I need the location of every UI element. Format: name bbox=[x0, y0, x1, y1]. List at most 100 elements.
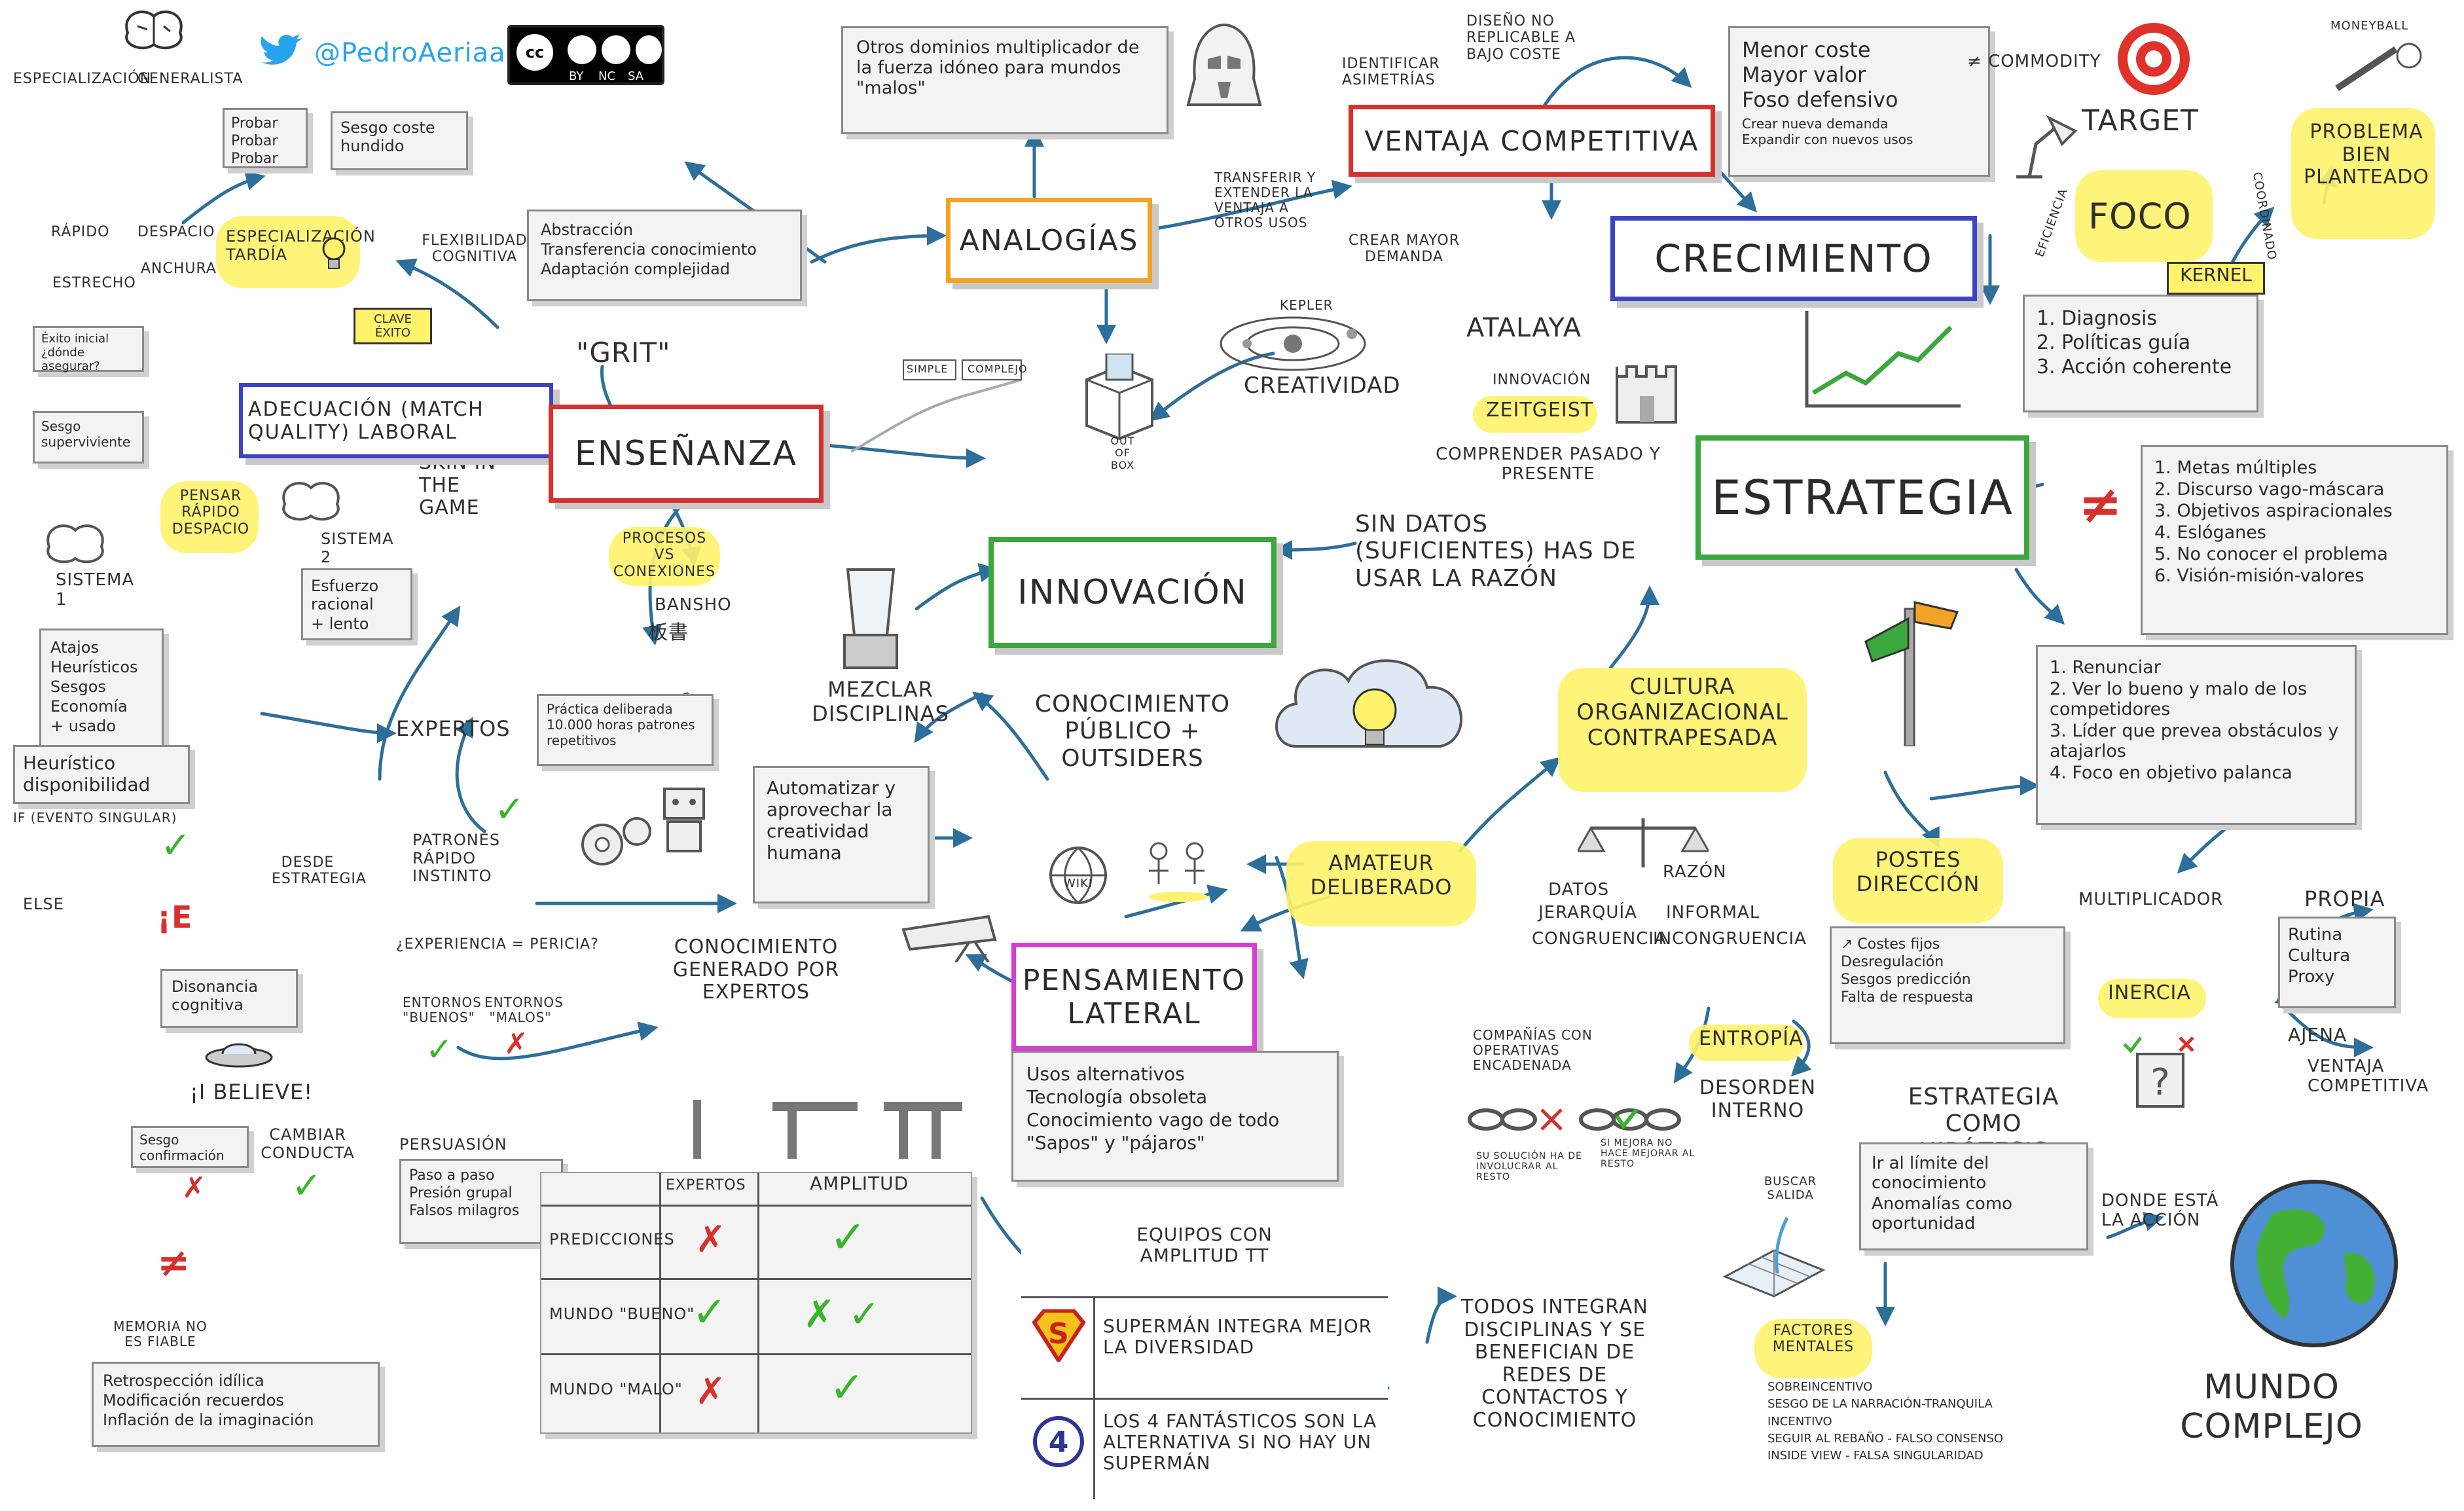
generalista-label: Generalista bbox=[137, 71, 244, 87]
innovacion-node[interactable]: Innovación bbox=[988, 537, 1277, 648]
table-cell-amplitud: ✓ bbox=[829, 1212, 867, 1264]
skin-in-the-game: Skin in the game bbox=[419, 451, 496, 519]
cambiar-conducta: Cambiar conducta bbox=[261, 1125, 355, 1162]
menor-coste-item: Mayor valor bbox=[1742, 62, 1866, 87]
memoria-item: Retrospección idílica bbox=[103, 1372, 264, 1390]
abstraccion-item: Transferencia conocimiento bbox=[541, 240, 757, 259]
menor-coste-item: Foso defensivo bbox=[1742, 87, 1898, 112]
flexibilidad-cognitiva: Flexibilidad cognitiva bbox=[422, 232, 528, 266]
scale-icon bbox=[1576, 812, 1711, 871]
analogias-node[interactable]: Analogías bbox=[946, 198, 1152, 283]
metas-item: 6. Visión-misión-valores bbox=[2154, 566, 2364, 586]
adecuacion-label: Adecuación (match quality) laboral bbox=[248, 397, 484, 444]
memoria-list: Retrospección idílica Modificación recue… bbox=[92, 1362, 380, 1447]
lateral-item: Tecnología obsoleta bbox=[1026, 1086, 1208, 1108]
memoria-item: Modificación recuerdos bbox=[103, 1391, 284, 1410]
diseno-no-replicable: Diseño no replicable a bajo coste bbox=[1466, 13, 1576, 63]
identificar-asimetrias: Identificar asimetrías bbox=[1342, 56, 1440, 89]
adecuacion-laboral-node[interactable]: Adecuación (match quality) laboral bbox=[239, 383, 553, 458]
analogias-label: Analogías bbox=[959, 223, 1139, 257]
atalaya-label: Atalaya bbox=[1466, 313, 1582, 343]
postes-item: Desregulación bbox=[1841, 954, 1944, 970]
ensenanza-node[interactable]: Enseñanza bbox=[549, 405, 824, 503]
license-by: BY bbox=[569, 69, 584, 83]
ensenanza-label: Enseñanza bbox=[574, 434, 798, 473]
baseball-icon bbox=[2330, 36, 2429, 108]
inercia-highlight bbox=[2098, 979, 2206, 1018]
entornos-malos: Entornos "malos" bbox=[484, 994, 564, 1025]
especializacion-tardia: Especialización tardía bbox=[226, 227, 376, 264]
check-mark: ✓ bbox=[426, 1030, 454, 1068]
pensar-rapido-despacio: Pensar rápido despacio bbox=[172, 488, 250, 537]
patrones-rapido-instinto: Patrones rápido instinto bbox=[412, 831, 501, 886]
i-believe: ¡I believe! bbox=[190, 1080, 314, 1104]
postes-item: Falta de respuesta bbox=[1841, 989, 1974, 1006]
superman-text: Supermán integra mejor la diversidad bbox=[1103, 1315, 1373, 1358]
svg-text:4: 4 bbox=[1049, 1426, 1069, 1459]
cross-mark: ✗ bbox=[182, 1171, 207, 1205]
outsiders-people-sketch bbox=[1139, 838, 1218, 903]
twitter-icon[interactable] bbox=[259, 33, 304, 72]
buscar-salida: Buscar salida bbox=[1764, 1174, 1817, 1202]
zeitgeist-highlight bbox=[1473, 396, 1597, 433]
brain-icon bbox=[39, 520, 111, 566]
kernel-list: 1. Diagnosis 2. Políticas guía 3. Acción… bbox=[2023, 295, 2258, 412]
persuasion-item: Presión grupal bbox=[409, 1185, 513, 1201]
chain-icon bbox=[1466, 1100, 1702, 1139]
congruencia-label: Congruencia bbox=[1532, 929, 1667, 949]
cloud-idea-icon bbox=[1270, 648, 1479, 779]
menor-coste-box: Menor coste Mayor valor Foso defensivo C… bbox=[1728, 26, 1990, 177]
superman-icon: S bbox=[1031, 1309, 1087, 1364]
sistema1-item: Heurísticos bbox=[50, 658, 138, 676]
sistema2-item: Esfuerzo racional bbox=[311, 577, 379, 613]
zeitgeist-label: Zeitgeist bbox=[1486, 399, 1594, 422]
renunciar-list: 1. Renunciar 2. Ver lo bueno y malo de l… bbox=[2036, 645, 2357, 825]
fantastic-four-icon: 4 bbox=[1031, 1414, 1087, 1470]
renunciar-item: 2. Ver lo bueno y malo de los competidor… bbox=[2050, 679, 2308, 719]
svg-text:S: S bbox=[1048, 1317, 1069, 1351]
target-icon bbox=[2114, 20, 2193, 98]
exito-inicial: Éxito inicial ¿dónde asegurar? bbox=[33, 326, 144, 373]
ajena-label: Ajena bbox=[2288, 1024, 2347, 1046]
factores-list: Sobreincentivo Sesgo de la narración-tra… bbox=[1767, 1378, 2108, 1465]
postes-item: ↗ Costes fijos bbox=[1841, 936, 1940, 953]
factores-mentales: Factores mentales bbox=[1772, 1322, 1855, 1356]
check-mark: ✓ bbox=[291, 1165, 323, 1207]
estrecho-label: Estrecho bbox=[52, 275, 136, 291]
sin-datos-razon: Sin datos (suficientes) has de usar la r… bbox=[1355, 511, 1637, 592]
factores-item: Sesgo de la narración-tranquila bbox=[1767, 1397, 1993, 1411]
hipotesis-item: Ir al límite del conocimiento bbox=[1872, 1154, 1989, 1193]
mezclar-disciplinas: Mezclar disciplinas bbox=[812, 677, 949, 726]
pensamiento-lateral-label: Pensamiento lateral bbox=[1022, 963, 1246, 1030]
maze-net-icon bbox=[1722, 1211, 1826, 1309]
lightbulb-icon bbox=[321, 236, 347, 275]
table-row: Mundo "bueno" ✓ ✗ ✓ bbox=[541, 1279, 971, 1353]
ventaja-competitiva-node[interactable]: Ventaja competitiva bbox=[1349, 105, 1715, 177]
persuasion-item: Paso a paso bbox=[409, 1167, 495, 1184]
table-row-label: Mundo "bueno" bbox=[549, 1305, 695, 1323]
chart-icon bbox=[1800, 308, 1964, 412]
else-label: Else bbox=[23, 895, 64, 913]
datos-label: Datos bbox=[1548, 880, 1610, 900]
memoria-item: Inflación de la imaginación bbox=[103, 1411, 314, 1429]
incongruencia-label: Incongruencia bbox=[1653, 929, 1807, 949]
postes-item: Sesgos predicción bbox=[1841, 972, 1971, 988]
abstraccion-box: Abstracción Transferencia conocimiento A… bbox=[527, 209, 802, 301]
practica-deliberada: Práctica deliberada 10.000 horas patrone… bbox=[537, 694, 714, 766]
estrategia-node[interactable]: Estrategia bbox=[1695, 435, 2029, 560]
castle-icon bbox=[1610, 347, 1682, 426]
metas-item: 1. Metas múltiples bbox=[2154, 458, 2317, 478]
table-cell-amplitud: ✗ ✓ bbox=[803, 1292, 881, 1336]
cultura-organizacional: Cultura organizacional contrapesada bbox=[1576, 674, 1788, 752]
blender-icon bbox=[825, 563, 916, 674]
persuasion-item: Falsos milagros bbox=[409, 1203, 520, 1219]
simple-label: Simple bbox=[907, 363, 949, 375]
informal-label: Informal bbox=[1666, 903, 1760, 922]
heuristico-disponibilidad: Heurístico disponibilidad bbox=[13, 745, 190, 804]
crecimiento-node[interactable]: Crecimiento bbox=[1610, 216, 1977, 301]
inercia-label: Inercia bbox=[2108, 981, 2191, 1004]
entropia-highlight bbox=[1689, 1025, 1803, 1061]
twitter-handle[interactable]: @PedroAeriaa bbox=[314, 38, 506, 68]
pensamiento-lateral-node[interactable]: Pensamiento lateral bbox=[1011, 943, 1257, 1051]
expertos-amplitud-table: Expertos Amplitud Predicciones ✗ ✓ Mundo… bbox=[540, 1172, 972, 1434]
